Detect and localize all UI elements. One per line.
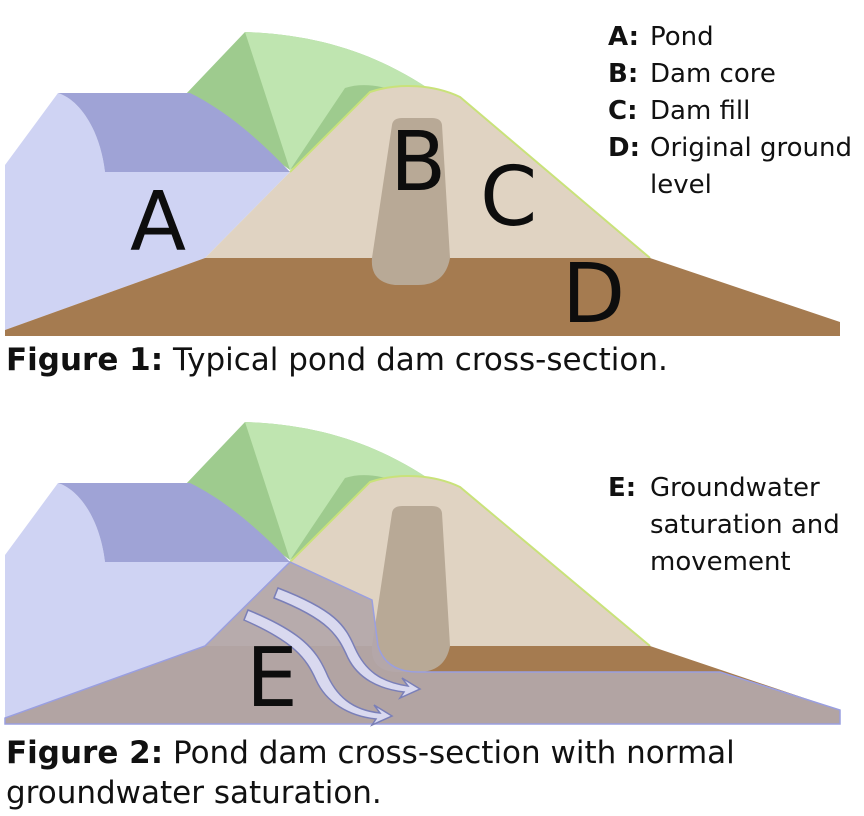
label-a: A [130, 175, 186, 270]
flow-arrow [243, 609, 394, 727]
caption-text: Pond dam cross-section with normal groun… [6, 735, 735, 811]
legend-text: Groundwater saturation and movement [650, 473, 840, 577]
figure-2-legend: E: Groundwater saturation and movement [608, 470, 864, 581]
caption-text: Typical pond dam cross-section. [173, 342, 668, 378]
figure-2-diagram: E [4, 422, 841, 727]
pond-water-surface [58, 483, 290, 562]
grass-slope-highlight [245, 32, 470, 170]
legend-key: E: [608, 473, 637, 503]
dam-core [371, 118, 450, 285]
legend-text: Pond [650, 22, 714, 52]
label-b: B [390, 115, 446, 210]
flow-arrow [273, 587, 422, 700]
label-c: C [480, 150, 537, 245]
label-d: D [562, 247, 625, 340]
legend-item-d: D: Original ground level [608, 130, 864, 204]
figure-1-caption: Figure 1: Typical pond dam cross-section… [6, 340, 856, 380]
legend-item-e: E: Groundwater saturation and movement [608, 470, 864, 581]
legend-item-a: A: Pond [608, 19, 864, 56]
grass-slope-highlight [245, 422, 470, 560]
label-e: E [246, 631, 298, 726]
dam-core [371, 506, 450, 672]
legend-key: C: [608, 96, 638, 126]
pond-front [5, 483, 290, 718]
dam-fill-outline [289, 474, 651, 647]
legend-text: Dam fill [650, 96, 751, 126]
pond-front [5, 93, 290, 330]
caption-prefix: Figure 2: [6, 735, 164, 771]
original-ground [5, 258, 840, 336]
dam-fill-outline [289, 84, 651, 259]
saturation-zone [4, 561, 841, 725]
legend-key: A: [608, 22, 640, 52]
caption-prefix: Figure 1: [6, 342, 164, 378]
legend-text: Dam core [650, 59, 776, 89]
legend-item-c: C: Dam fill [608, 93, 864, 130]
figure-1-legend: A: Pond B: Dam core C: Dam fill D: Origi… [608, 19, 864, 204]
figure-1-diagram: A B C D [5, 32, 840, 340]
pond-water-surface [58, 93, 290, 172]
figure-2-caption: Figure 2: Pond dam cross-section with no… [6, 733, 856, 813]
legend-key: D: [608, 133, 640, 163]
legend-text: Original ground level [650, 133, 852, 200]
legend-item-b: B: Dam core [608, 56, 864, 93]
legend-key: B: [608, 59, 639, 89]
